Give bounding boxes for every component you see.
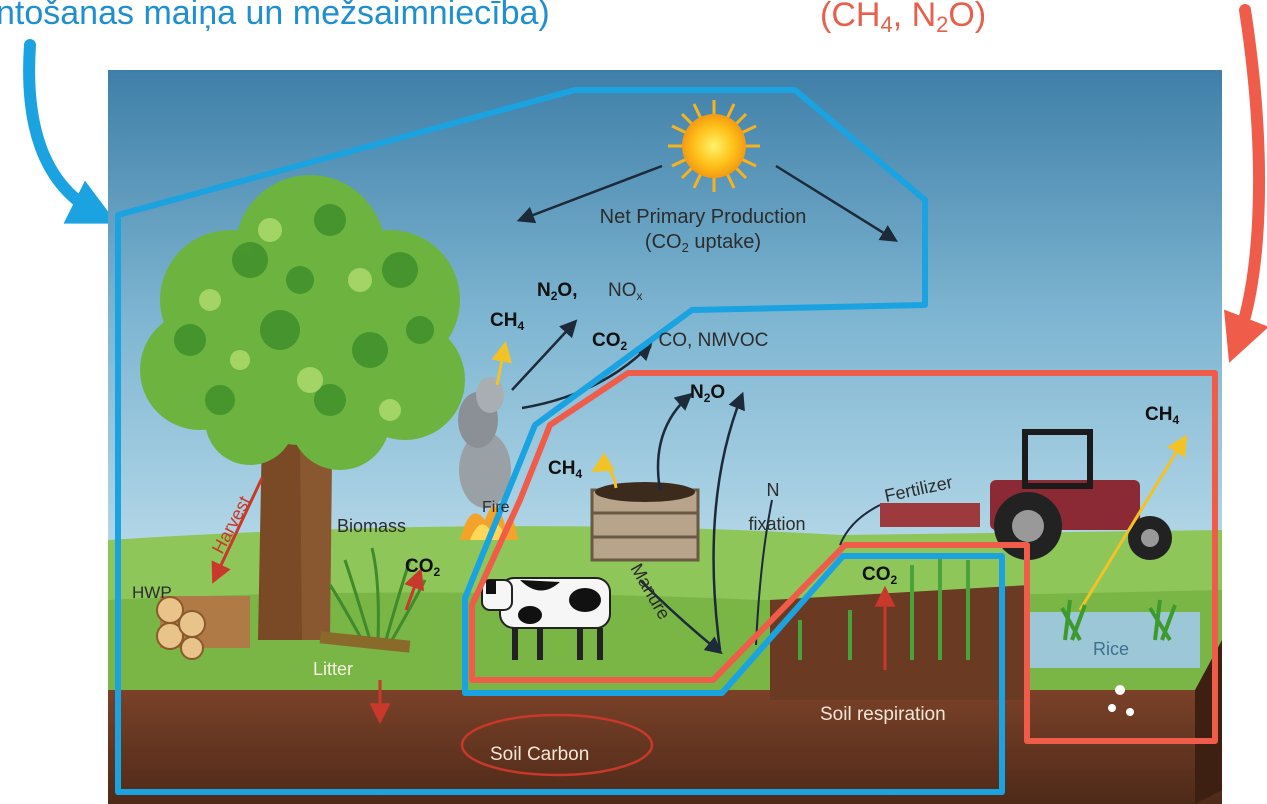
harvested-logs	[156, 596, 250, 660]
cropland-soil	[770, 585, 1030, 700]
rice-label: Rice	[1093, 639, 1129, 659]
soil-co2-label: CO2	[862, 564, 898, 587]
litter-label: Litter	[313, 659, 353, 679]
npp-arrow-right	[775, 164, 898, 242]
fire-ch4-arrow	[491, 340, 513, 386]
red-pointer-arrow	[1223, 4, 1267, 363]
biomass-grass	[328, 547, 427, 641]
manure-box	[590, 482, 700, 562]
hwp-label: HWP	[132, 583, 172, 602]
harvest-arrow	[211, 477, 264, 584]
npp-label-line2: (CO2 uptake)	[645, 231, 761, 255]
rice-ch4-label: CH4	[1145, 404, 1179, 427]
n-fixation-label-line1: N	[767, 480, 780, 500]
header-left-text: ntošanas maiņa un mežsaimniecība)	[0, 0, 550, 32]
fire-no-label: NOx	[608, 280, 643, 303]
n2o-center-label: N2O	[690, 382, 725, 405]
crops	[798, 555, 970, 660]
fertilizer-line	[839, 504, 881, 546]
fire-ch4-label: CH4	[490, 310, 524, 333]
fire-label: Fire	[482, 499, 510, 516]
litter-pile	[319, 631, 411, 653]
fire-n2o-label: N2O,	[537, 280, 577, 303]
biomass-co2-label: CO2	[405, 556, 441, 579]
sun	[668, 100, 760, 192]
fire-smoke	[458, 377, 518, 540]
rice-paddy	[1030, 599, 1200, 716]
biomass-label: Biomass	[337, 516, 406, 536]
biomass-co2-arrow	[404, 568, 425, 611]
manure-ch4-arrow	[591, 452, 618, 489]
n2o-arrow-right	[712, 391, 745, 651]
soil	[108, 690, 1222, 804]
cow	[481, 577, 611, 660]
soil-carbon-cycle	[460, 713, 654, 777]
header-right-text: (CH4, N2O)	[820, 0, 986, 37]
fire-co2-label: CO2	[592, 330, 628, 353]
manure-ch4-label: CH4	[548, 458, 582, 481]
soil-respiration-label: Soil respiration	[820, 704, 946, 725]
n2o-arrow-left	[656, 392, 693, 491]
npp-label-line1: Net Primary Production	[600, 206, 807, 228]
fire-emission-arrow-1	[511, 319, 578, 391]
npp-arrow-left	[516, 164, 663, 224]
fire-other-gases-label: , CO, NMVOC	[648, 330, 768, 351]
rice-ch4-arrow	[1078, 434, 1188, 611]
forest-boundary-blue	[115, 87, 1005, 795]
n-fixation-label-line2: fixation	[748, 514, 805, 534]
blue-pointer-arrow	[23, 39, 118, 224]
tree	[140, 175, 465, 640]
n-fixation-line	[755, 499, 773, 646]
scene	[108, 70, 1222, 804]
soil-carbon-label: Soil Carbon	[490, 744, 589, 765]
manure-arrow	[639, 579, 723, 655]
agriculture-boundary-red	[469, 370, 1218, 744]
